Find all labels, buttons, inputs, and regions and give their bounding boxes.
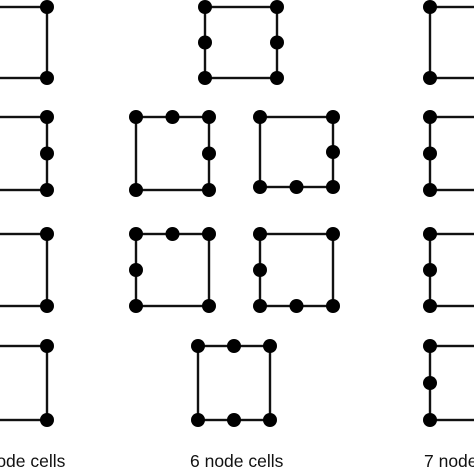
- node-bl: [423, 71, 437, 85]
- cell-square: [134, 115, 211, 192]
- node-ml: [198, 35, 212, 50]
- node-br: [326, 180, 340, 194]
- cell-5-node-3: [0, 227, 54, 313]
- node-bm: [289, 180, 304, 194]
- node-bl: [191, 413, 205, 427]
- caption-5-node-cells: 5 node cells: [0, 451, 66, 471]
- node-bl: [253, 299, 267, 313]
- node-mr: [40, 146, 54, 161]
- group-7-node-cells: [423, 0, 474, 427]
- cell-6-node-5: [253, 227, 340, 313]
- node-br: [263, 413, 277, 427]
- node-tm: [165, 227, 180, 241]
- node-tr: [263, 339, 277, 353]
- node-tm: [227, 339, 241, 353]
- group-6-node-cells: [129, 0, 340, 427]
- node-tr: [40, 0, 54, 14]
- cell-5-node-2: [0, 110, 54, 197]
- node-br: [40, 413, 54, 427]
- node-mr: [326, 145, 340, 159]
- node-tr: [40, 339, 54, 353]
- node-bl: [129, 183, 143, 197]
- node-tl: [423, 110, 437, 124]
- cell-square: [258, 232, 335, 308]
- group-5-node-cells: [0, 0, 54, 427]
- node-ml: [423, 146, 437, 161]
- node-bm: [227, 413, 241, 427]
- node-ml: [423, 376, 437, 390]
- node-br: [326, 299, 340, 313]
- node-tr: [40, 227, 54, 241]
- node-tl: [253, 227, 267, 241]
- node-br: [202, 183, 216, 197]
- cell-5-node-1: [0, 0, 54, 85]
- node-mr: [270, 35, 284, 50]
- node-tl: [198, 0, 212, 14]
- node-tl: [423, 0, 437, 14]
- node-bl: [423, 413, 437, 427]
- node-tr: [40, 110, 54, 124]
- node-br: [40, 183, 54, 197]
- cell-square: [203, 5, 279, 80]
- node-tl: [253, 110, 267, 124]
- node-br: [40, 299, 54, 313]
- node-tr: [326, 227, 340, 241]
- caption-7-node-cells: 7 node cells: [424, 451, 474, 471]
- cell-square: [428, 5, 474, 80]
- node-ml: [129, 263, 143, 277]
- node-mr: [202, 146, 216, 161]
- node-bl: [129, 299, 143, 313]
- node-tl: [423, 339, 437, 353]
- node-ml: [423, 263, 437, 277]
- node-tr: [326, 110, 340, 124]
- cell-square: [0, 5, 49, 80]
- node-tl: [129, 227, 143, 241]
- cell-7-node-3: [423, 227, 474, 313]
- node-bl: [423, 183, 437, 197]
- cell-7-node-4: [423, 339, 474, 427]
- cell-6-node-3: [253, 110, 340, 194]
- node-bl: [253, 180, 267, 194]
- cell-square: [134, 232, 211, 308]
- node-ml: [253, 263, 267, 277]
- cell-7-node-1: [423, 0, 474, 85]
- cell-6-node-2: [129, 110, 216, 197]
- cell-5-node-4: [0, 339, 54, 427]
- cell-square: [0, 344, 49, 422]
- node-bl: [198, 71, 212, 85]
- node-tl: [423, 227, 437, 241]
- cell-square: [0, 232, 49, 308]
- node-br: [270, 71, 284, 85]
- node-br: [202, 299, 216, 313]
- node-tr: [202, 227, 216, 241]
- cell-square: [0, 115, 49, 192]
- node-tr: [202, 110, 216, 124]
- node-bl: [423, 299, 437, 313]
- cell-square: [196, 344, 272, 422]
- node-tl: [191, 339, 205, 353]
- node-tr: [270, 0, 284, 14]
- cell-6-node-4: [129, 227, 216, 313]
- node-tl: [129, 110, 143, 124]
- node-tm: [165, 110, 180, 124]
- cell-square: [258, 115, 335, 189]
- node-br: [40, 71, 54, 85]
- cell-6-node-6: [191, 339, 277, 427]
- node-bm: [289, 299, 304, 313]
- cell-6-node-1: [198, 0, 284, 85]
- caption-6-node-cells: 6 node cells: [190, 451, 284, 471]
- cell-7-node-2: [423, 110, 474, 197]
